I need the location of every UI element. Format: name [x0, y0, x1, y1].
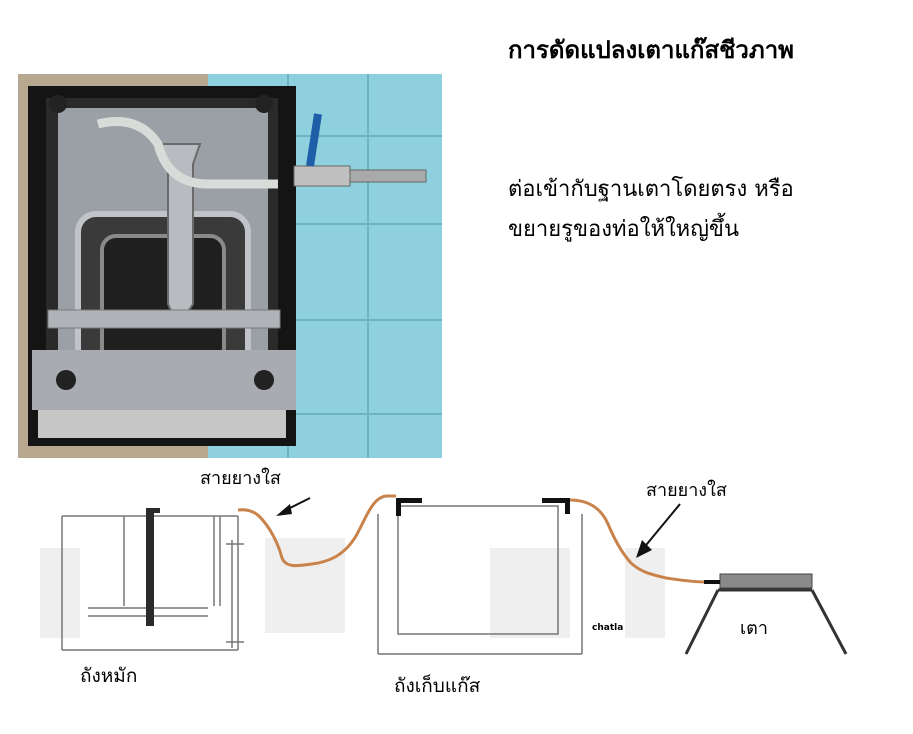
biogas-diagram: สายยางใส สายยางใส ถังหมัก ถังเก็บแก๊ส เต… [0, 458, 913, 730]
arrow-left-label [276, 497, 311, 516]
arrow-right-label [636, 503, 681, 558]
stove-drawing [684, 573, 848, 655]
digester-outlet-pipe [146, 508, 160, 626]
watermark-text: chatla [592, 623, 623, 633]
hose-label-left: สายยางใส [200, 467, 281, 489]
body-line-1: ต่อเข้ากับฐานเตาโดยตรง หรือ [508, 177, 794, 202]
biogas-diagram-svg: สายยางใส สายยางใส ถังหมัก ถังเก็บแก๊ส เต… [40, 467, 848, 697]
hose-label-right: สายยางใส [646, 479, 727, 501]
body-line-2: ขยายรูของท่อให้ใหญ่ขึ้น [508, 217, 740, 242]
slide-body: ต่อเข้ากับฐานเตาโดยตรง หรือ ขยายรูของท่อ… [508, 170, 898, 250]
stove-photo-illustration [18, 74, 442, 458]
storage-label: ถังเก็บแก๊ส [394, 673, 481, 697]
digester-label: ถังหมัก [80, 665, 137, 687]
stove-label: เตา [740, 618, 768, 639]
storage-tank [377, 505, 583, 655]
digester-tank [61, 510, 244, 651]
slide-title: การดัดแปลงเตาแก๊สชีวภาพ [508, 36, 794, 64]
stove-photo [18, 74, 442, 458]
hose-storage-to-stove [569, 498, 707, 584]
watermark-shapes [40, 538, 665, 638]
hose-digester-to-storage [237, 494, 396, 568]
storage-pipes [396, 498, 570, 516]
